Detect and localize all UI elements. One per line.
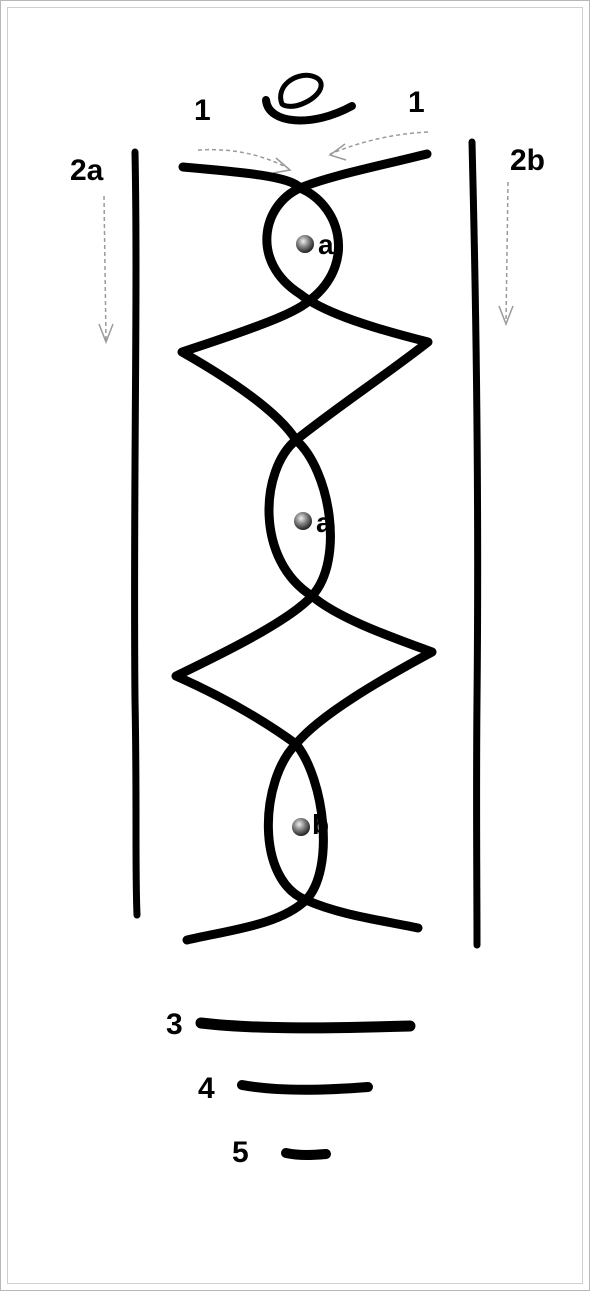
label-2a: 2a: [70, 154, 104, 187]
label-dot-b: b: [312, 809, 329, 840]
braid-strand-b: [267, 154, 432, 928]
bar-4: [242, 1085, 368, 1090]
label-1-left: 1: [194, 94, 211, 127]
label-dot-a-middle: a: [316, 507, 332, 538]
label-4: 4: [198, 1072, 215, 1105]
bead-a-top-icon: [296, 235, 314, 253]
right-vertical-strand: [472, 142, 478, 945]
egg-nest-symbol-icon: [266, 75, 352, 120]
arrow-2a-icon: [99, 196, 113, 342]
bar-3: [201, 1023, 410, 1028]
arrow-2b-icon: [499, 182, 513, 324]
label-dot-a-top: a: [318, 229, 334, 260]
label-2b: 2b: [510, 144, 545, 177]
label-1-right: 1: [408, 86, 425, 119]
bar-5: [286, 1153, 326, 1155]
left-vertical-strand: [135, 152, 137, 915]
label-3: 3: [166, 1008, 183, 1041]
bead-a-middle-icon: [294, 512, 312, 530]
label-5: 5: [232, 1136, 249, 1169]
bead-b-icon: [292, 818, 310, 836]
